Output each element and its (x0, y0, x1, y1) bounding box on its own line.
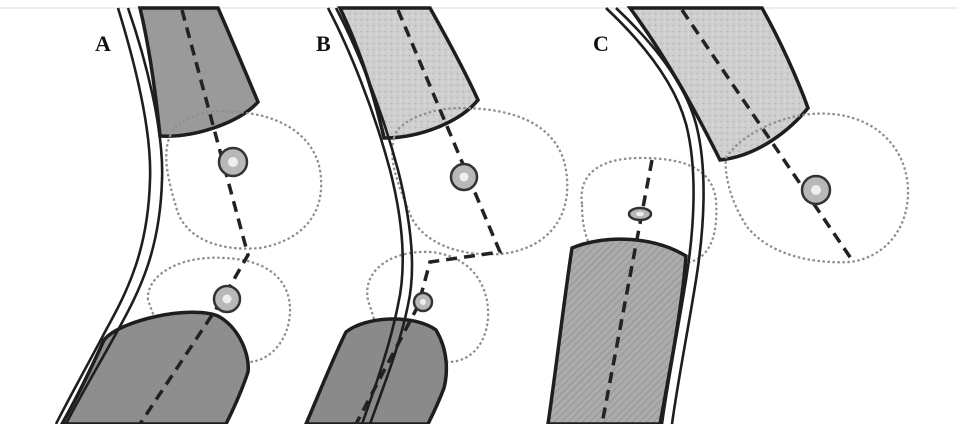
panel-c-upper-hole (802, 176, 830, 204)
panel-b-upper-hole (451, 164, 477, 190)
panel-c-label: C (593, 31, 609, 57)
panel-a-upper-hole (219, 148, 247, 176)
panel-b-label: B (316, 31, 331, 57)
panel-a-lower-hole (214, 286, 240, 312)
panel-a-label: A (95, 31, 111, 57)
panel-b-lower-hole (414, 293, 432, 311)
panel-c-lower-hole (629, 208, 651, 220)
